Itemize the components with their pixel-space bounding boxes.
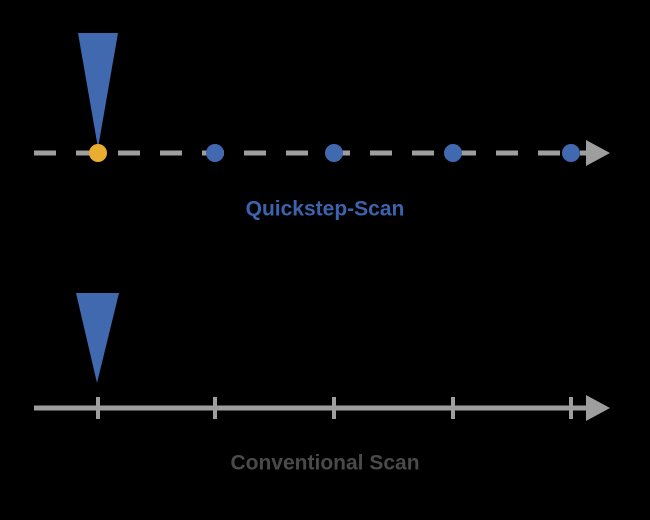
quickstep-scan-label: Quickstep-Scan [246, 198, 405, 221]
conventional-scan-label: Conventional Scan [230, 452, 419, 475]
quickstep-axis-arrow-icon [586, 140, 610, 166]
conventional-axis-arrow-icon [586, 395, 610, 421]
quickstep-beam-pointer-icon [78, 33, 118, 148]
quickstep-scan-panel: Quickstep-Scan [34, 33, 610, 221]
conventional-beam-pointer-icon [76, 293, 119, 383]
quickstep-marker-step-2 [325, 144, 343, 162]
quickstep-marker-current [89, 144, 107, 162]
quickstep-marker-step-3 [444, 144, 462, 162]
quickstep-marker-step-4 [562, 144, 580, 162]
conventional-scan-panel: Conventional Scan [34, 293, 610, 475]
quickstep-marker-step-1 [206, 144, 224, 162]
